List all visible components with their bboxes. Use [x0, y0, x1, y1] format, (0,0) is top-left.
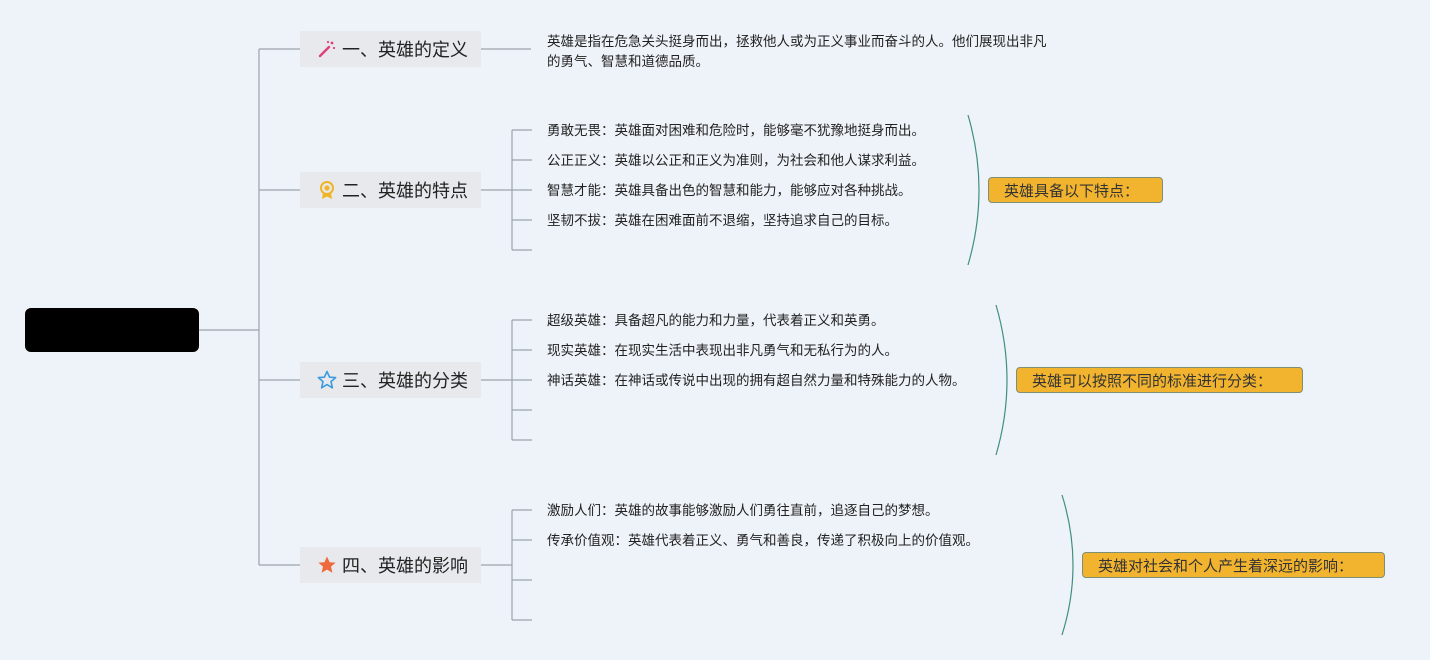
branch-traits[interactable]: 二、英雄的特点 [300, 172, 481, 208]
root-node[interactable] [25, 308, 199, 352]
branch-label: 四、英雄的影响 [342, 556, 468, 577]
leaf-influence-inspire[interactable]: 激励人们：英雄的故事能够激励人们勇往直前，追逐自己的梦想。 [547, 503, 939, 519]
leaf-trait-just[interactable]: 公正正义：英雄以公正和正义为准则，为社会和他人谋求利益。 [547, 153, 925, 169]
leaf-trait-brave[interactable]: 勇敢无畏：英雄面对困难和危险时，能够毫不犹豫地挺身而出。 [547, 123, 925, 139]
award-medal-icon [316, 179, 338, 201]
branch-influence[interactable]: 四、英雄的影响 [300, 547, 481, 583]
branch-categories[interactable]: 三、英雄的分类 [300, 362, 481, 398]
star-filled-icon [316, 554, 338, 576]
branch-label: 一、英雄的定义 [342, 40, 468, 61]
summary-categories[interactable]: 英雄可以按照不同的标准进行分类： [1016, 367, 1303, 393]
leaf-trait-wisdom[interactable]: 智慧才能：英雄具备出色的智慧和能力，能够应对各种挑战。 [547, 183, 912, 199]
magic-wand-icon [316, 38, 338, 60]
leaf-category-real[interactable]: 现实英雄：在现实生活中表现出非凡勇气和无私行为的人。 [547, 343, 898, 359]
star-outline-icon [316, 369, 338, 391]
branch-label: 二、英雄的特点 [342, 181, 468, 202]
branch-definition[interactable]: 一、英雄的定义 [300, 31, 481, 67]
leaf-influence-values[interactable]: 传承价值观：英雄代表着正义、勇气和善良，传递了积极向上的价值观。 [547, 533, 979, 549]
leaf-definition[interactable]: 英雄是指在危急关头挺身而出，拯救他人或为正义事业而奋斗的人。他们展现出非凡的勇气… [547, 34, 1047, 70]
leaf-category-super[interactable]: 超级英雄：具备超凡的能力和力量，代表着正义和英勇。 [547, 313, 885, 329]
summary-traits[interactable]: 英雄具备以下特点： [988, 177, 1163, 203]
leaf-category-myth[interactable]: 神话英雄：在神话或传说中出现的拥有超自然力量和特殊能力的人物。 [547, 373, 966, 389]
summary-influence[interactable]: 英雄对社会和个人产生着深远的影响： [1082, 552, 1385, 578]
branch-label: 三、英雄的分类 [342, 371, 468, 392]
leaf-trait-tenacity[interactable]: 坚韧不拔：英雄在困难面前不退缩，坚持追求自己的目标。 [547, 213, 898, 229]
